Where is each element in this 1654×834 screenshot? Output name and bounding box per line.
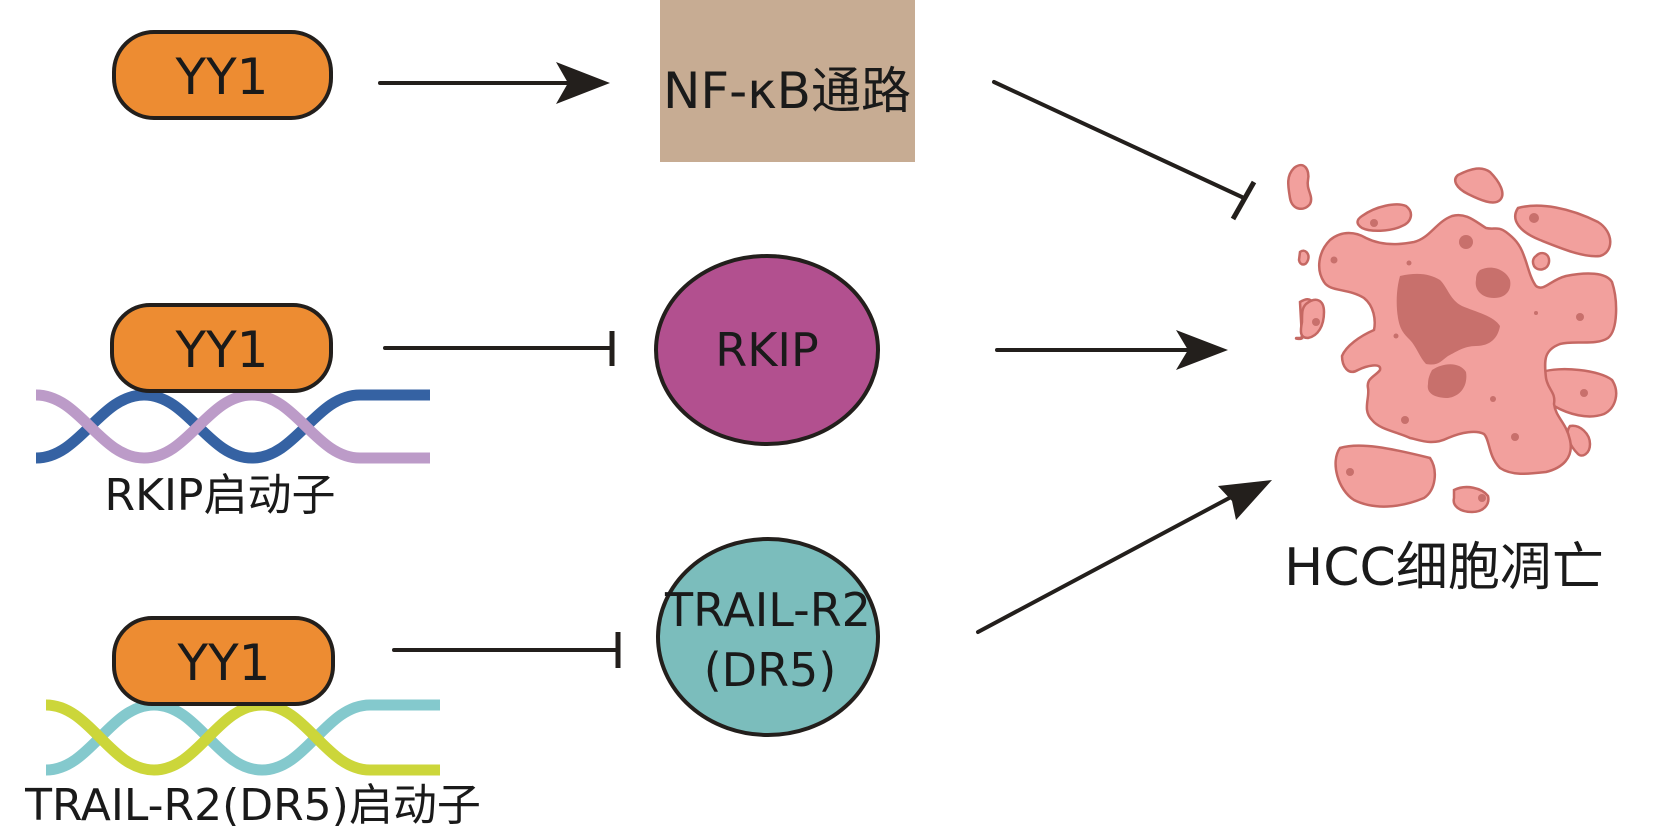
trail-r2-node: TRAIL-R2 (DR5) <box>656 537 880 737</box>
arrowhead-icon <box>556 62 610 104</box>
yy1-label: YY1 <box>177 634 271 692</box>
yy1-label: YY1 <box>175 321 269 379</box>
arrowhead-icon <box>1176 330 1228 370</box>
yy1-node-row2: YY1 <box>110 303 333 393</box>
activation-arrow-rkip-to-hcc <box>995 330 1228 370</box>
dr5-label: (DR5) <box>704 643 837 697</box>
trail-r2-label: TRAIL-R2 <box>664 583 871 637</box>
rkip-node: RKIP <box>654 254 880 446</box>
inhibition-bar-icon <box>1230 180 1257 221</box>
hcc-apoptosis-label: HCC细胞凋亡 <box>1284 538 1604 598</box>
activation-arrow-yy1-to-nfkb <box>378 62 610 104</box>
rkip-promoter-label: RKIP启动子 <box>105 470 336 521</box>
yy1-node-row3: YY1 <box>112 616 335 706</box>
inhibition-arrow-nfkb-to-hcc <box>992 80 1257 221</box>
rkip-promoter-dna <box>35 389 430 464</box>
hcc-cell-cluster-icon <box>1287 163 1618 514</box>
yy1-label: YY1 <box>175 48 269 106</box>
arrowhead-icon <box>1218 480 1272 520</box>
nfkb-pathway-node: NF-κB通路 <box>660 0 915 162</box>
rkip-label: RKIP <box>715 323 818 377</box>
inhibition-arrow-yy1-to-trail-r2 <box>392 632 621 668</box>
nfkb-label: NF-κB通路 <box>663 62 911 120</box>
trail-r2-promoter-label: TRAIL-R2(DR5)启动子 <box>24 780 481 831</box>
trail-r2-promoter-dna <box>45 699 440 776</box>
yy1-node-row1: YY1 <box>112 30 333 120</box>
activation-arrow-trail-r2-to-hcc <box>976 480 1272 634</box>
inhibition-arrow-yy1-to-rkip <box>383 331 615 366</box>
